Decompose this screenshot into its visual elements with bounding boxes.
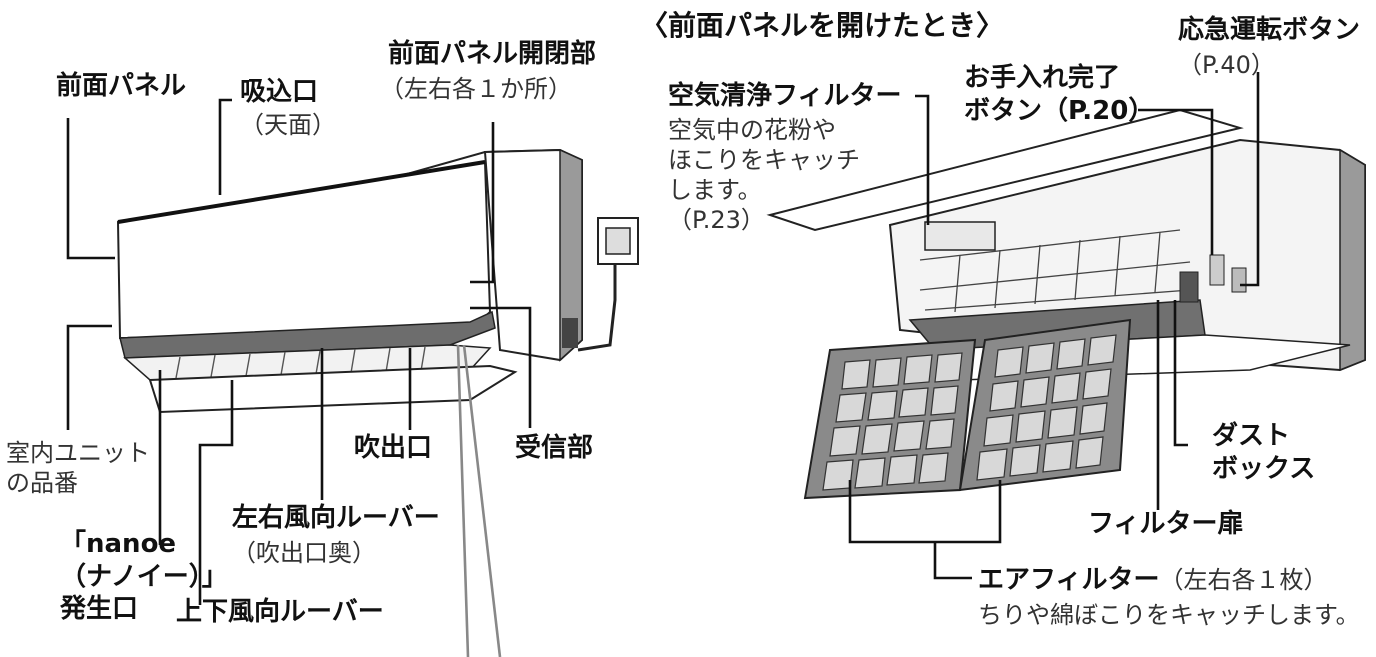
label-nanoe: 「nanoe （ナノイー）」 発生口 [60, 528, 228, 626]
emergency-button-shape [1231, 267, 1247, 293]
leader-lines-right [848, 72, 1260, 580]
indoor-unit-closed [116, 148, 639, 414]
line-model [66, 324, 112, 430]
leader-lines-left [66, 98, 532, 657]
label-intake-sub: （天面） [240, 111, 336, 139]
label-air-filter: エアフィルター（左右各１枚） [978, 564, 1327, 597]
label-receiver: 受信部 [515, 433, 594, 463]
label-emergency: 応急運転ボタン [1178, 15, 1361, 45]
label-air-filter-desc: ちりや綿ぼこりをキャッチします。 [978, 601, 1360, 629]
label-air-purify-d3: します。 [668, 176, 762, 204]
line-dust-box [1173, 300, 1188, 447]
care-done-button-shape [1209, 254, 1225, 286]
dust-box [1179, 271, 1199, 303]
unit-side-panel [559, 148, 583, 362]
label-care-done-l2: ボタン（P.20） [964, 95, 1155, 126]
label-air-purify-d2: ほこりをキャッチ [668, 146, 860, 174]
label-lr-louver-sub: （吹出口奥） [232, 539, 376, 567]
label-air-filter-sub: （左右各１枚） [1159, 566, 1328, 594]
label-dust-box: ダスト ボックス [1212, 420, 1315, 485]
label-nanoe-l1: 「nanoe [60, 529, 177, 559]
power-cord [577, 250, 617, 352]
line-air-filter [848, 480, 1002, 544]
lr-louvers [175, 346, 426, 379]
air-filter-left-cells [822, 352, 963, 491]
air-purify-filter-shape [924, 221, 996, 251]
label-intake: 吸込口 [240, 77, 319, 107]
front-panel-edge [117, 160, 486, 224]
label-lr-louver: 左右風向ルーバー [232, 503, 440, 533]
side-cap [562, 318, 578, 348]
label-air-purify-desc: 空気中の花粉や ほこりをキャッチ します。 （P.23） [668, 115, 860, 235]
label-nanoe-l3: 発生口 [60, 594, 139, 624]
line-intake [218, 98, 232, 195]
line-updown [198, 380, 234, 605]
label-outlet: 吹出口 [354, 433, 433, 463]
label-air-purify: 空気清浄フィルター [668, 81, 902, 111]
label-dust-l2: ボックス [1212, 453, 1316, 484]
label-front-panel: 前面パネル [56, 71, 187, 101]
label-dust-l1: ダスト [1212, 421, 1291, 451]
plug [605, 227, 631, 255]
grey-line-2 [462, 344, 502, 657]
internal-grille [919, 229, 1191, 313]
open-unit-side [1339, 148, 1366, 372]
line-air-filter-main [933, 542, 972, 580]
air-filter-left [803, 338, 977, 500]
label-model-l2: の品番 [6, 469, 78, 497]
label-panel-opener: 前面パネル開閉部 [388, 39, 597, 69]
air-filter-right-cells [976, 334, 1117, 481]
line-panel-opener [470, 122, 495, 284]
label-model-number: 室内ユニット の品番 [6, 438, 150, 498]
line-air-purify [915, 94, 930, 225]
label-updown-louver: 上下風向ルーバー [176, 597, 384, 627]
label-air-purify-d1: 空気中の花粉や [668, 116, 836, 144]
front-panel [116, 160, 492, 340]
label-air-purify-d4: （P.23） [668, 206, 765, 234]
line-front-panel [66, 118, 115, 260]
opened-front-panel [766, 108, 1244, 232]
label-panel-opener-sub: （左右各１か所） [380, 75, 572, 103]
line-emergency [1240, 72, 1260, 287]
label-care-done-l1: お手入れ完了 [964, 63, 1121, 93]
line-receiver [470, 306, 532, 428]
heading-panel-open: 〈前面パネルを開けたとき〉 [640, 9, 1005, 42]
label-filter-door: フィルター扉 [1088, 509, 1244, 539]
grey-line-1 [456, 344, 470, 657]
air-filter-right [958, 318, 1132, 492]
label-emergency-sub: （P.40） [1178, 51, 1275, 79]
label-nanoe-l2: （ナノイー）」 [60, 561, 228, 592]
label-model-l1: 室内ユニット [6, 439, 150, 467]
label-air-filter-main: エアフィルター [978, 565, 1160, 595]
updown-louver-flap [148, 364, 518, 414]
line-care-done [1138, 108, 1214, 255]
label-care-done: お手入れ完了 ボタン（P.20） [964, 62, 1154, 127]
